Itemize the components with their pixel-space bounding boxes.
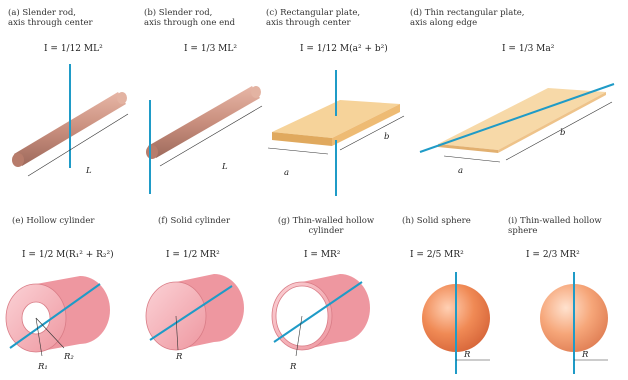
dimline-c-b [339, 115, 405, 151]
radius-f [175, 315, 179, 351]
caption-b: (b) Slender rod, axis through one end [144, 8, 236, 28]
radius-e-r2 [35, 317, 65, 349]
caption-f: (f) Solid cylinder [158, 216, 231, 226]
caption-d: (d) Thin rectangular plate, axis along e… [410, 8, 525, 28]
dim-d-a: a [458, 166, 464, 176]
formula-h: I = 2/5 MR² [410, 250, 464, 260]
formula-i: I = 2/3 MR² [526, 250, 580, 260]
axis-d [419, 83, 615, 153]
plate-c [272, 100, 400, 146]
formula-f: I = 1/2 MR² [166, 250, 220, 260]
axis-e [9, 283, 101, 349]
dimline-b [159, 105, 263, 167]
dim-g-R: R [290, 362, 297, 372]
dim-d-b: b [560, 128, 566, 138]
formula-g: I = MR² [304, 250, 341, 260]
radius-e-r1 [35, 317, 43, 357]
dim-i-R: R [582, 350, 589, 360]
dim-c-b: b [384, 132, 390, 142]
dim-e-R2: R₂ [64, 352, 74, 362]
dim-a-L: L [86, 166, 92, 176]
hollow-cylinder-e [5, 276, 110, 353]
solid-cylinder-f [145, 274, 244, 351]
caption-e: (e) Hollow cylinder [12, 216, 95, 226]
plate-d [438, 88, 606, 153]
dimline-d-b [505, 101, 613, 161]
radius-g [295, 315, 303, 357]
rod-b [146, 86, 261, 159]
axis-g [273, 281, 363, 343]
formula-b: I = 1/3 ML² [184, 44, 237, 54]
caption-c: (c) Rectangular plate, axis through cent… [266, 8, 361, 28]
caption-a: (a) Slender rod, axis through center [8, 8, 93, 28]
caption-g: (g) Thin-walled hollow cylinder [277, 216, 375, 236]
formula-d: I = 1/3 Ma² [502, 44, 555, 54]
dimline-c-a [267, 147, 329, 155]
dim-b-L: L [222, 162, 228, 172]
formula-e: I = 1/2 M(R₁² + R₂²) [22, 250, 114, 260]
dimline-d-a [443, 155, 501, 163]
dim-h-R: R [464, 350, 471, 360]
caption-h: (h) Solid sphere [402, 216, 471, 226]
formula-c: I = 1/12 M(a² + b²) [300, 44, 388, 54]
formula-a: I = 1/12 ML² [44, 44, 103, 54]
dim-c-a: a [284, 168, 290, 178]
dimline-a [27, 113, 129, 177]
caption-i: (i) Thin-walled hollow sphere [508, 216, 602, 236]
axis-f [149, 285, 233, 341]
dim-f-R: R [176, 352, 183, 362]
dim-e-R1: R₁ [38, 362, 48, 372]
